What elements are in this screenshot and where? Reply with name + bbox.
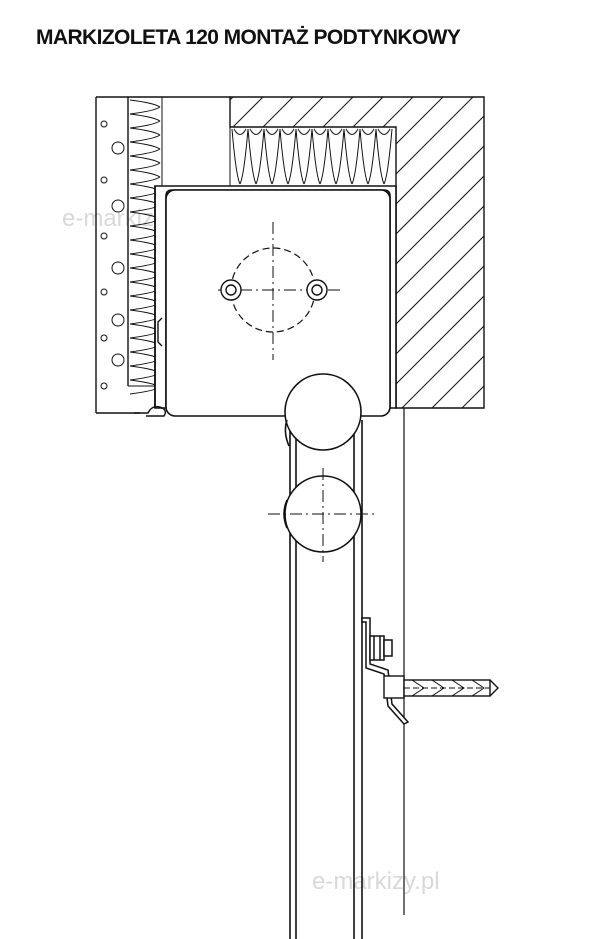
hatch-line [570,90,600,420]
wall-anchor [383,675,499,699]
bolt-left [220,279,242,301]
plaster-dot [111,353,125,367]
plaster-dot [100,288,108,296]
cassette-box [154,185,397,417]
insulation-left [127,97,163,395]
plaster-texture [100,120,125,390]
hatch-line [389,97,484,408]
plaster-dot [100,382,108,390]
page-title: MARKIZOLETA 120 MONTAŻ PODTYNKOWY [36,26,461,49]
insulation-top [229,97,396,187]
top-roller [284,373,362,451]
plaster-dot [111,313,125,327]
plaster-dot [100,334,108,342]
bottom-roller [268,468,378,562]
hatch-line [359,97,484,408]
box-clip [157,317,163,347]
insulation-zigzag [233,128,391,135]
plaster-dot [111,141,125,155]
watermark-text: e-markizy.pl [312,868,440,895]
bottom-hook [134,405,167,417]
hatch-line [419,97,484,408]
plaster-dot [100,232,108,240]
plaster-dot [100,120,108,128]
hatch-line [540,90,600,420]
plaster-dot [100,176,108,184]
insulation-zigzag [231,128,393,185]
hatch-line [510,90,600,420]
hatch-line [479,97,484,408]
plaster-dot [111,199,125,213]
plaster-dot [111,261,125,275]
bolt-right [306,279,328,301]
wall-bracket [361,617,410,725]
insulation-zigzag [129,99,161,395]
hatch-line [449,97,484,408]
